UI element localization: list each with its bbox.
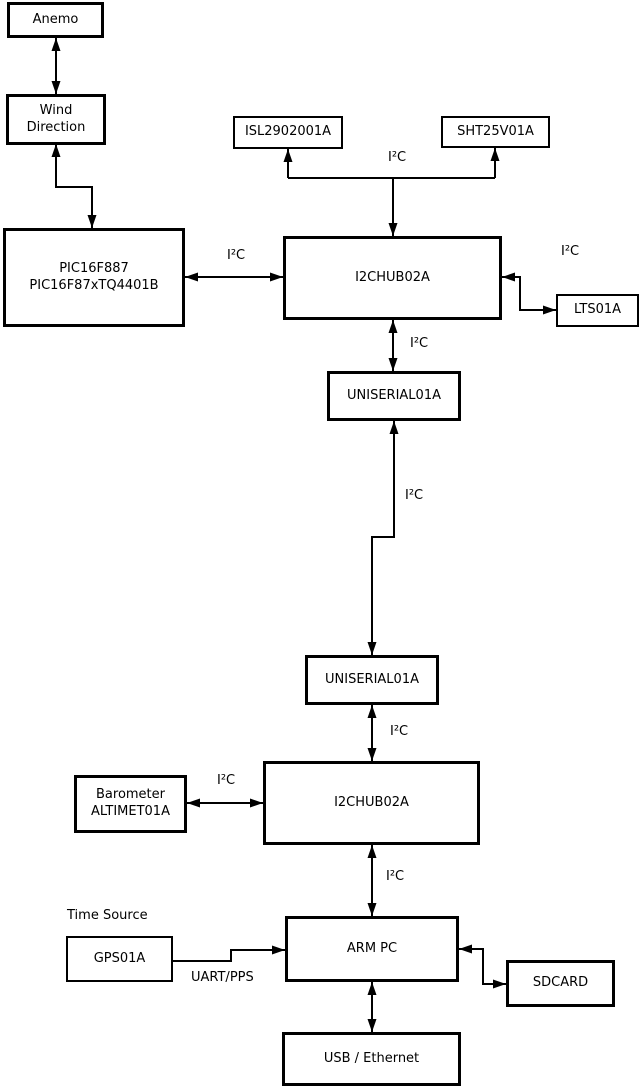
edge-wind-pic [51,144,97,228]
node-wind-direction: Wind Direction [6,94,106,145]
edge-uniserial1-uniserial2 [367,421,399,655]
node-anemo: Anemo [7,2,104,38]
i2c-label-hub-lts: I²C [561,244,580,259]
node-label: I2CHUB02A [334,794,409,810]
time-source-label: Time Source [67,908,148,923]
node-label: USB / Ethernet [323,1050,420,1066]
i2c-label-hub-uniserial1: I²C [410,336,429,351]
i2c-label-barometer-hub: I²C [217,773,236,788]
node-sht: SHT25V01A [441,116,550,148]
node-label: UNISERIAL01A [325,671,419,687]
node-label: Anemo [32,11,79,27]
node-i2chub-2: I2CHUB02A [263,761,480,845]
node-label: ARM PC [346,940,398,956]
node-label: Direction [26,119,86,135]
edge-gps-armpc [173,945,285,962]
node-pic: PIC16F887 PIC16F87xTQ4401B [3,228,185,327]
node-label: LTS01A [573,302,622,318]
node-sdcard: SDCARD [506,960,615,1007]
node-i2chub-1: I2CHUB02A [283,236,502,320]
node-label: I2CHUB02A [355,269,430,285]
node-label: SDCARD [532,975,589,991]
node-label: SHT25V01A [457,123,534,139]
i2c-label-pic-hub: I²C [227,248,246,263]
i2c-label-uniserial2-hub: I²C [390,724,409,739]
node-lts: LTS01A [556,294,639,327]
node-label: ISL2902001A [244,124,332,140]
node-label: PIC16F887 [59,260,129,276]
edge-i2chub1-lts [502,272,556,315]
i2c-label-hub-armpc: I²C [386,869,405,884]
node-label: UNISERIAL01A [347,387,441,403]
node-uniserial-2: UNISERIAL01A [305,655,439,705]
edge-armpc-sdcard [459,944,506,989]
node-gps: GPS01A [66,936,173,982]
node-isl: ISL2902001A [233,116,343,149]
node-label: ALTIMET01A [91,804,170,819]
uart-pps-label: UART/PPS [191,970,254,985]
node-label: GPS01A [93,950,146,966]
node-label: Barometer [96,787,165,803]
node-label: PIC16F87xTQ4401B [29,277,159,293]
node-barometer: Barometer ALTIMET01A [74,775,187,833]
node-arm-pc: ARM PC [285,916,459,982]
i2c-label-uniserial-link: I²C [405,488,424,503]
i2c-label-sensor-bus: I²C [388,150,407,165]
node-uniserial-1: UNISERIAL01A [327,371,461,421]
node-usb-ethernet: USB / Ethernet [282,1032,461,1086]
node-label: Wind [39,102,73,118]
